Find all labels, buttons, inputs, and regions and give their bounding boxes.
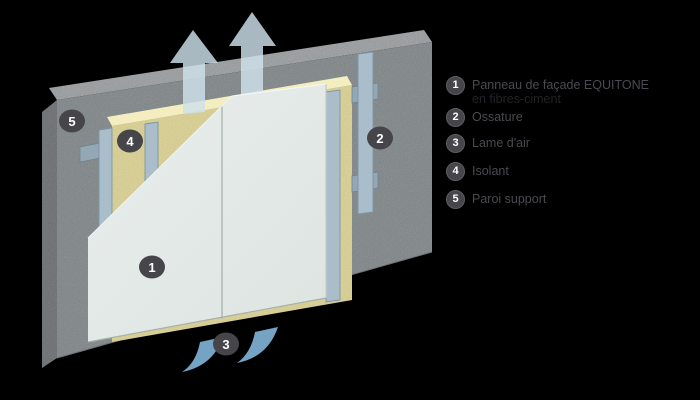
legend-badge-4: 4 — [446, 162, 465, 181]
legend-label-2: Ossature — [472, 110, 523, 124]
airflow-bottom-arrows — [182, 327, 278, 372]
airflow-top-arrows — [170, 12, 276, 114]
vertical-rail — [325, 89, 341, 303]
legend: 1 Panneau de façade EQUITONE en fibres-c… — [440, 0, 698, 400]
legend-label-4: Isolant — [472, 164, 509, 178]
panel-bottom-edge — [87, 297, 327, 343]
legend-label-3: Lame d'air — [472, 136, 530, 150]
callout-3-number: 3 — [222, 337, 229, 352]
callouts: 1 2 3 4 5 — [59, 109, 393, 356]
legend-item-3: 3 Lame d'air — [446, 134, 530, 153]
callout-2-number: 2 — [376, 131, 383, 146]
callout-2: 2 — [367, 126, 393, 150]
callout-3: 3 — [213, 332, 239, 356]
legend-badge-2: 2 — [446, 108, 465, 127]
legend-label-1: Panneau de façade EQUITONE — [472, 78, 649, 92]
airflow-intake-arrow — [182, 337, 223, 372]
legend-label-5: Paroi support — [472, 192, 547, 206]
airflow-up-arrow — [229, 12, 276, 104]
legend-label-1-line2: en fibres-ciment — [472, 92, 561, 106]
callout-1-number: 1 — [148, 260, 155, 275]
callout-5: 5 — [59, 109, 85, 133]
airflow-up-arrow — [170, 30, 218, 114]
callout-4-number: 4 — [126, 134, 134, 149]
legend-item-5: 5 Paroi support — [446, 190, 546, 209]
panel-top-edge — [231, 83, 327, 97]
panel-cut-edge — [87, 95, 233, 239]
callout-4: 4 — [117, 129, 143, 153]
legend-badge-1: 1 — [446, 76, 465, 95]
vertical-rail — [357, 51, 374, 215]
legend-badge-5: 5 — [446, 190, 465, 209]
legend-item-1: 1 Panneau de façade EQUITONE en fibres-c… — [446, 76, 649, 106]
legend-badge-3: 3 — [446, 134, 465, 153]
airflow-intake-arrow — [237, 327, 278, 363]
legend-item-2: 2 Ossature — [446, 108, 523, 127]
legend-item-4: 4 Isolant — [446, 162, 509, 181]
callout-5-number: 5 — [68, 114, 75, 129]
callout-1: 1 — [139, 255, 165, 279]
